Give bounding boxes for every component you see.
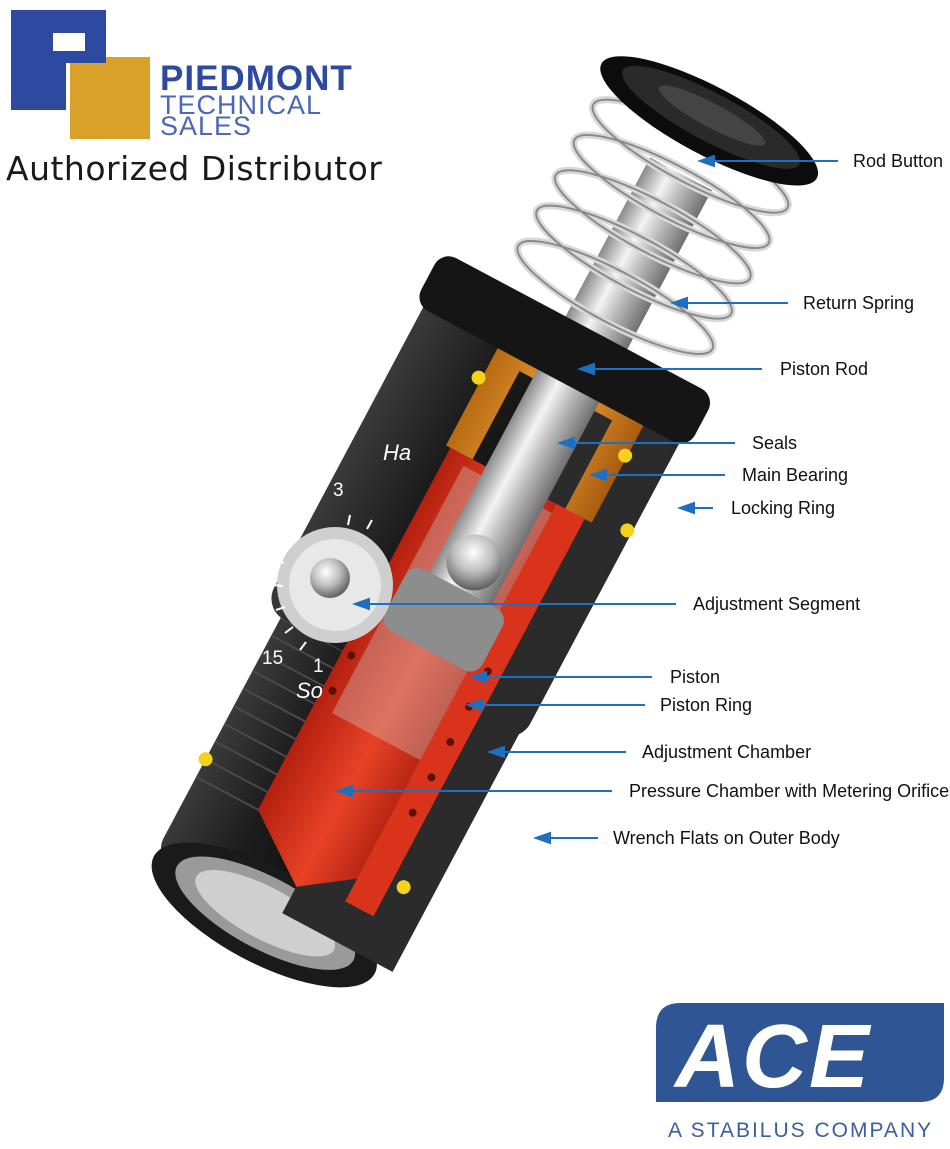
arrowhead-rod-button	[697, 154, 715, 168]
label-adjustment-chamber: Adjustment Chamber	[642, 742, 812, 762]
distributor-line2: TECHNICAL	[160, 90, 323, 120]
arrowhead-main-bearing	[589, 468, 607, 482]
piedmont-logo-icon	[11, 10, 150, 139]
dial-number-1: 1	[313, 656, 324, 677]
label-adjustment-segment: Adjustment Segment	[693, 594, 861, 614]
dial-number-9: 9	[260, 568, 271, 589]
ace-brand-name: ACE	[675, 1007, 872, 1107]
arrowhead-adjustment-chamber	[487, 745, 505, 759]
arrowhead-seals	[557, 436, 575, 450]
arrowhead-piston-rod	[577, 362, 595, 376]
dial-label-hard: Ha	[383, 440, 411, 465]
adjustment-dial: 3 6 9 12 15 1 Ha So	[245, 440, 411, 703]
arrowhead-wrench-flats	[533, 831, 551, 845]
dial-number-3: 3	[333, 480, 344, 501]
arrowhead-pressure-chamber	[335, 784, 353, 798]
label-seals: Seals	[752, 433, 798, 453]
arrowhead-locking-ring	[677, 501, 695, 515]
label-piston: Piston	[670, 667, 721, 687]
dial-label-soft: So	[296, 678, 323, 703]
label-piston-rod: Piston Rod	[780, 359, 869, 379]
label-return-spring: Return Spring	[803, 293, 915, 313]
dial-number-12: 12	[245, 614, 266, 635]
label-wrench-flats: Wrench Flats on Outer Body	[613, 828, 840, 848]
distributor-line3: SALES	[160, 111, 253, 141]
arrowhead-adjustment-segment	[352, 597, 370, 611]
dial-number-6: 6	[287, 517, 298, 538]
arrowhead-piston	[469, 670, 487, 684]
dial-number-15: 15	[262, 648, 283, 669]
label-locking-ring: Locking Ring	[731, 498, 836, 518]
label-rod-button: Rod Button	[853, 151, 944, 171]
authorized-distributor-tagline: Authorized Distributor	[6, 149, 383, 188]
ace-logo-icon	[656, 1003, 944, 1102]
leader-lines	[335, 154, 838, 845]
label-main-bearing: Main Bearing	[742, 465, 849, 485]
ace-brand-subtitle: A STABILUS COMPANY	[668, 1119, 934, 1142]
arrowhead-piston-ring	[465, 698, 483, 712]
arrowhead-return-spring	[670, 296, 688, 310]
distributor-name: PIEDMONT	[160, 59, 353, 98]
label-piston-ring: Piston Ring	[660, 695, 753, 715]
label-pressure-chamber: Pressure Chamber with Metering Orifices	[629, 781, 950, 801]
